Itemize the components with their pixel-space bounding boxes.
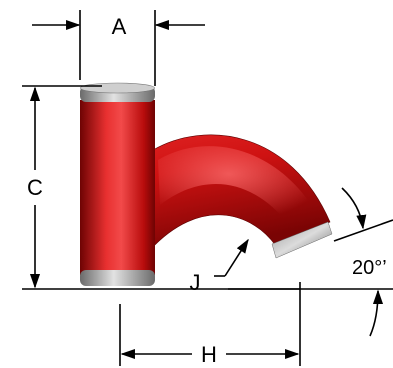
dimension-a bbox=[32, 10, 205, 86]
dimension-c-label: C bbox=[27, 175, 43, 200]
dimension-h bbox=[119, 282, 301, 366]
dimension-a-label: A bbox=[112, 14, 127, 39]
angle-arc-lower bbox=[369, 289, 384, 337]
fitting bbox=[80, 82, 333, 286]
fitting-vertical-run bbox=[80, 100, 155, 275]
leader-j bbox=[214, 238, 249, 277]
fitting-bend-highlight bbox=[158, 146, 316, 226]
dimension-angle bbox=[228, 187, 393, 337]
bottom-cap bbox=[80, 270, 155, 286]
leader-j-arrow bbox=[224, 238, 249, 277]
top-cap-face bbox=[80, 82, 155, 94]
leader-j-label: J bbox=[190, 270, 201, 295]
angle-inclined-reference bbox=[333, 219, 393, 242]
angle-arc-upper bbox=[341, 187, 367, 230]
dimension-h-label: H bbox=[201, 342, 217, 367]
branch-end-cap bbox=[271, 221, 333, 259]
angle-label: 20°’ bbox=[352, 257, 387, 279]
angle-label-backdrop bbox=[350, 255, 392, 279]
